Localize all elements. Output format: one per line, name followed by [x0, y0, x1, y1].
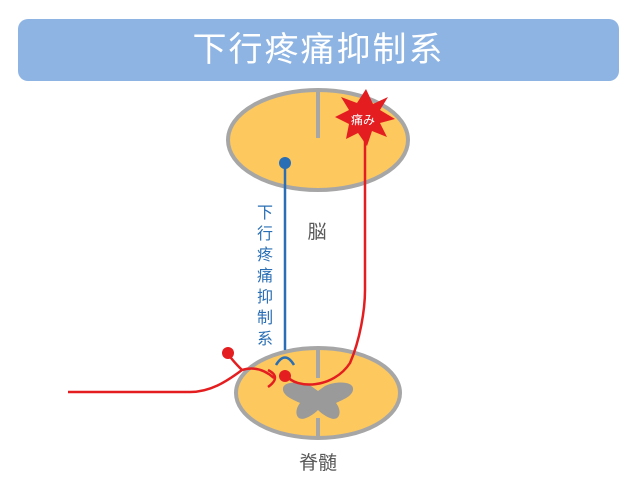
- pathway-label-char: 行: [257, 224, 273, 243]
- slide-title: 下行疼痛抑制系: [192, 30, 445, 70]
- descending-terminal: [274, 356, 296, 366]
- pathway-label-char: 疼: [257, 245, 273, 264]
- brain-label: 脳: [307, 221, 326, 243]
- pathway-label-char: 系: [257, 329, 273, 348]
- descending-neuron-soma: [279, 157, 291, 169]
- pain-pathway: [68, 128, 367, 394]
- pain-relay-neuron-soma: [279, 370, 291, 382]
- pathway-label-char: 痛: [257, 266, 273, 285]
- pain-burst-shape: [335, 89, 395, 146]
- spinal-cord-label: 脊髄: [299, 452, 337, 474]
- afferent-branch-terminal: [222, 347, 234, 359]
- spinal-cord: [234, 346, 402, 440]
- pathway-label-char: 抑: [257, 287, 273, 306]
- descending-pathway: [274, 157, 296, 366]
- title-bar: 下行疼痛抑制系: [18, 19, 619, 81]
- pathway-label-char: 下: [257, 203, 273, 222]
- ascending-pain-axon: [285, 128, 367, 386]
- pain-burst: 痛み: [335, 89, 395, 146]
- afferent-synapse-terminal: [267, 368, 277, 389]
- pain-burst-label: 痛み: [351, 112, 375, 127]
- pathway-label-char: 制: [257, 308, 273, 327]
- pathway-vertical-label: 下 行 疼 痛 抑 制 系: [257, 203, 273, 348]
- gray-matter-butterfly: [282, 382, 354, 419]
